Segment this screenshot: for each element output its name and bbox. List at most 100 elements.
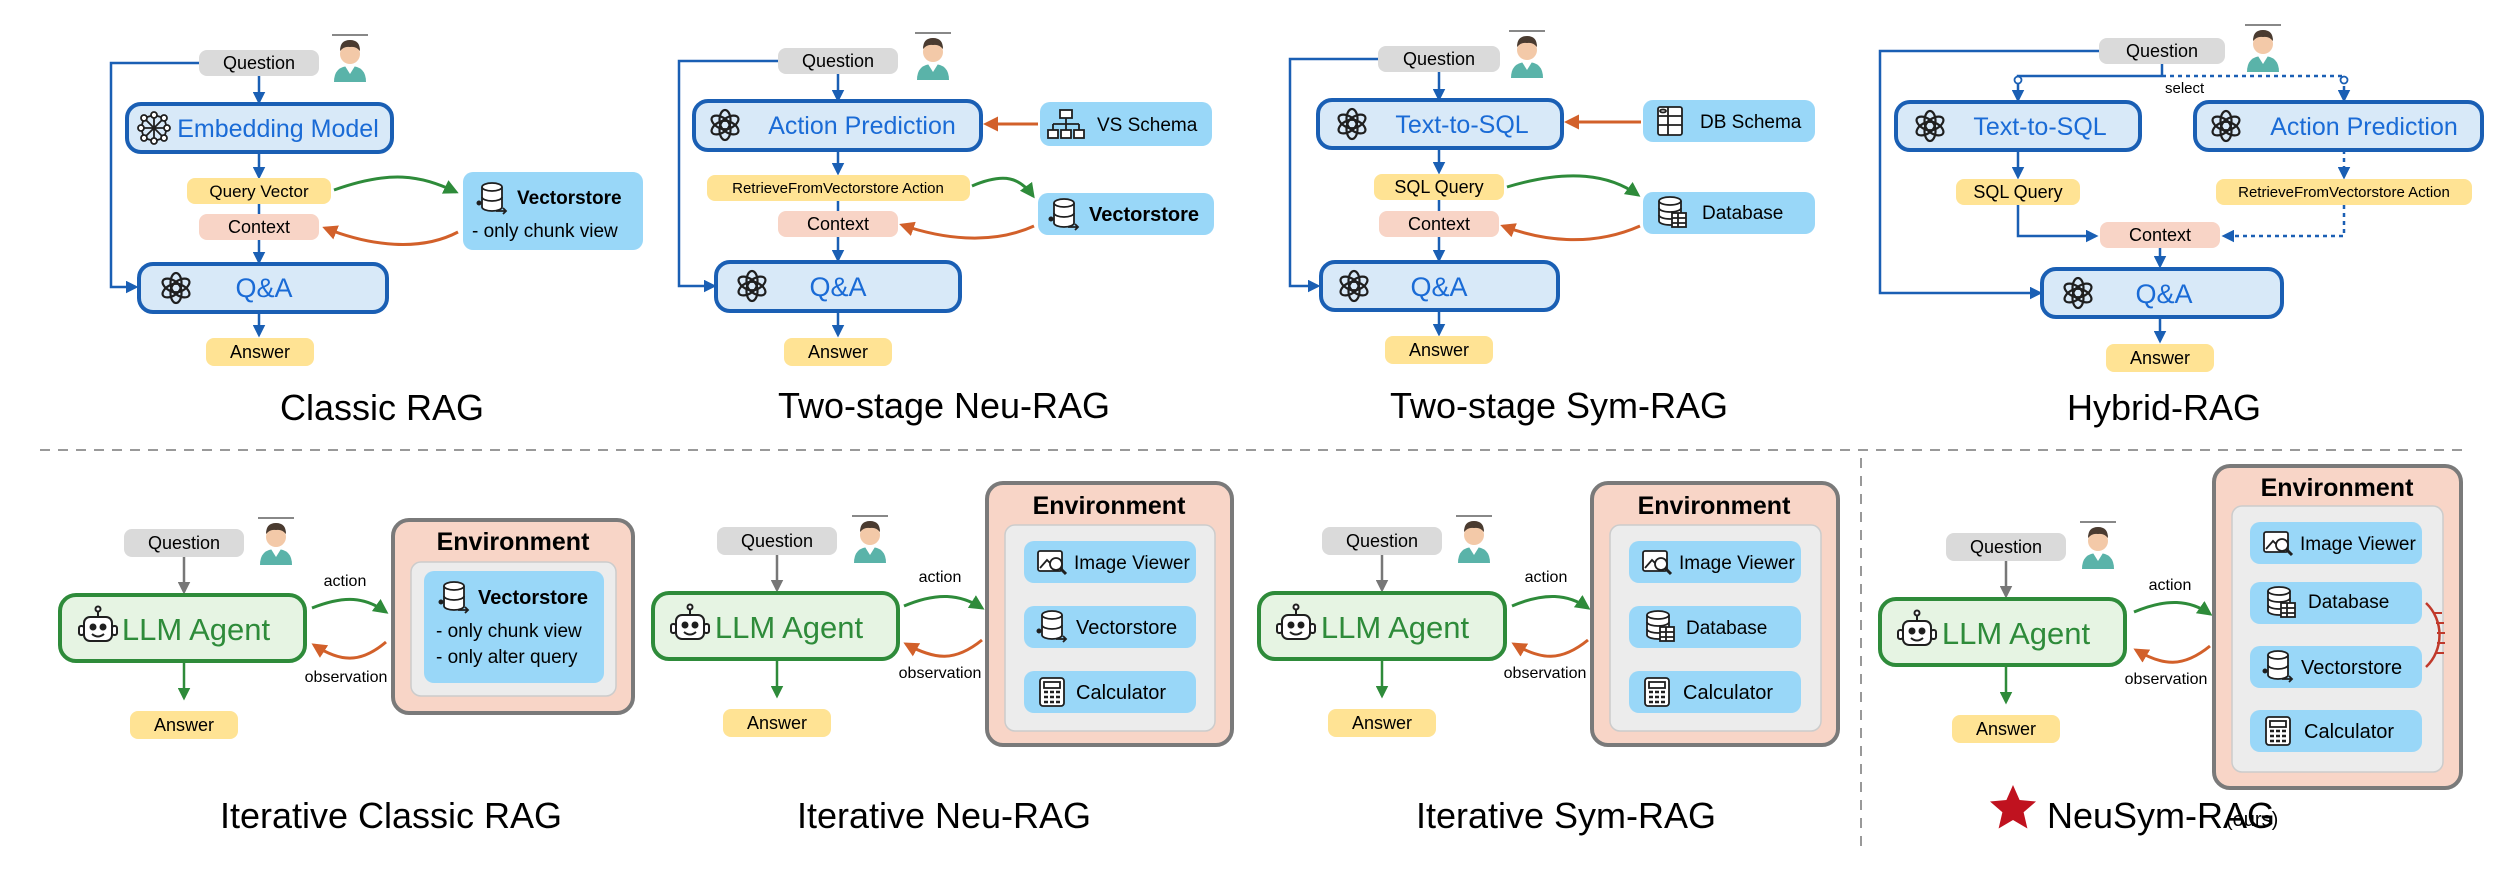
question-label: Question [223, 53, 295, 73]
llm-agent-box [1878, 597, 2127, 667]
panel-title-suffix: (ours) [2226, 809, 2278, 831]
user-avatar-icon [1509, 30, 1545, 78]
select-label: select [2165, 80, 2205, 97]
answer-pill [784, 338, 892, 366]
qa-label: Q&A [2135, 279, 2192, 309]
answer-label: Answer [1409, 340, 1469, 360]
tool-image-viewer [2250, 522, 2422, 564]
image-viewer-icon [1036, 549, 1068, 576]
tool-database-label: Database [2308, 592, 2389, 613]
vectorstore-label: Vectorstore [478, 587, 588, 609]
tool-calculator [1024, 671, 1196, 713]
observation-label: observation [1504, 665, 1587, 682]
database-label: Database [1702, 203, 1783, 224]
environment-title: Environment [2261, 474, 2414, 502]
tool-image-viewer-label: Image Viewer [1074, 553, 1190, 574]
action-label: action [1525, 569, 1568, 586]
answer-label: Answer [230, 342, 290, 362]
answer-pill [206, 338, 314, 366]
db-schema-box [1643, 100, 1815, 142]
environment-title: Environment [1638, 492, 1791, 520]
panel-title: Iterative Sym-RAG [1416, 795, 1716, 836]
tool-calculator [2250, 710, 2422, 752]
calculator-icon [2264, 715, 2292, 747]
panel-title: Classic RAG [280, 387, 484, 428]
action-prediction-box [2193, 100, 2484, 152]
qa-box [2040, 267, 2284, 319]
panel-iterative-classic-rag: Question LLM Agent Answer action observa… [58, 517, 635, 836]
tool-calculator-label: Calculator [1076, 682, 1166, 704]
tool-calculator-label: Calculator [1683, 682, 1773, 704]
question-label: Question [741, 531, 813, 551]
panel-iterative-sym-rag: Question LLM Agent Answer action observa… [1257, 481, 1840, 836]
answer-label: Answer [1352, 713, 1412, 733]
llm-agent-label: LLM Agent [1321, 610, 1470, 645]
action-label: action [919, 569, 962, 586]
answer-pill [1385, 336, 1493, 364]
db-schema-label: DB Schema [1700, 112, 1802, 133]
vectorstore-note-2: - only alter query [436, 647, 578, 668]
panel-title: NeuSym-RAG [2047, 795, 2275, 836]
qa-label: Q&A [1410, 272, 1467, 302]
vectorstore-label: Vectorstore [517, 188, 622, 209]
context-label: Context [807, 214, 869, 234]
question-pill [1946, 533, 2066, 561]
context-label: Context [2129, 225, 2191, 245]
database-vectorstore-link-icon [2425, 602, 2445, 668]
llm-agent-label: LLM Agent [122, 612, 271, 647]
sql-query-pill [1374, 174, 1504, 200]
user-avatar-icon [915, 32, 951, 80]
tool-vectorstore-label: Vectorstore [2301, 657, 2402, 679]
environment-title: Environment [437, 528, 590, 556]
tool-calculator-label: Calculator [2304, 721, 2394, 743]
panel-iterative-neu-rag: Question LLM Agent Answer action observa… [651, 481, 1234, 836]
context-pill [2100, 222, 2220, 248]
tool-vectorstore [2250, 646, 2422, 688]
red-star-icon [1990, 785, 2036, 829]
answer-pill [1952, 715, 2060, 743]
vectorstore-box [424, 571, 604, 683]
llm-agent-box [651, 591, 900, 661]
vectorstore-note-1: - only chunk view [436, 621, 582, 642]
action-label: action [324, 573, 367, 590]
question-label: Question [1403, 49, 1475, 69]
question-pill [778, 48, 898, 74]
db-schema-icon [1657, 106, 1683, 136]
panel-two-stage-neu-rag: Question Action Prediction VS Schema Ret… [677, 32, 1214, 426]
user-avatar-icon [852, 515, 888, 563]
qa-label: Q&A [809, 272, 866, 302]
action-prediction-label: Action Prediction [2270, 113, 2458, 141]
vectorstore-label: Vectorstore [1089, 204, 1199, 226]
answer-label: Answer [808, 342, 868, 362]
vectorstore-box [463, 172, 643, 250]
vectorstore-box [1038, 193, 1214, 235]
question-pill [124, 529, 244, 557]
panel-hybrid-rag: Question select Text-to-SQL Action Predi… [1878, 24, 2484, 428]
qa-label: Q&A [235, 273, 292, 303]
question-label: Question [2126, 41, 2198, 61]
text-to-sql-label: Text-to-SQL [1973, 113, 2106, 141]
question-pill [1322, 527, 1442, 555]
panel-title: Two-stage Sym-RAG [1390, 385, 1728, 426]
embedding-model-label: Embedding Model [177, 115, 379, 143]
vs-schema-label: VS Schema [1097, 115, 1198, 136]
question-label: Question [148, 533, 220, 553]
context-label: Context [228, 217, 290, 237]
panel-title: Two-stage Neu-RAG [778, 385, 1110, 426]
query-vector-pill [187, 178, 331, 204]
user-avatar-icon [1456, 515, 1492, 563]
tool-image-viewer [1024, 541, 1196, 583]
llm-agent-label: LLM Agent [1942, 616, 2091, 651]
answer-pill [130, 711, 238, 739]
retrieve-action-pill [2216, 179, 2472, 205]
tool-image-viewer-label: Image Viewer [1679, 553, 1795, 574]
text-to-sql-label: Text-to-SQL [1395, 111, 1528, 139]
action-label: action [2149, 577, 2192, 594]
llm-agent-box [58, 593, 307, 663]
question-label: Question [1346, 531, 1418, 551]
answer-label: Answer [2130, 348, 2190, 368]
calculator-icon [1038, 676, 1066, 708]
answer-pill [2106, 344, 2214, 372]
environment-title: Environment [1033, 492, 1186, 520]
user-avatar-icon [2080, 521, 2116, 569]
